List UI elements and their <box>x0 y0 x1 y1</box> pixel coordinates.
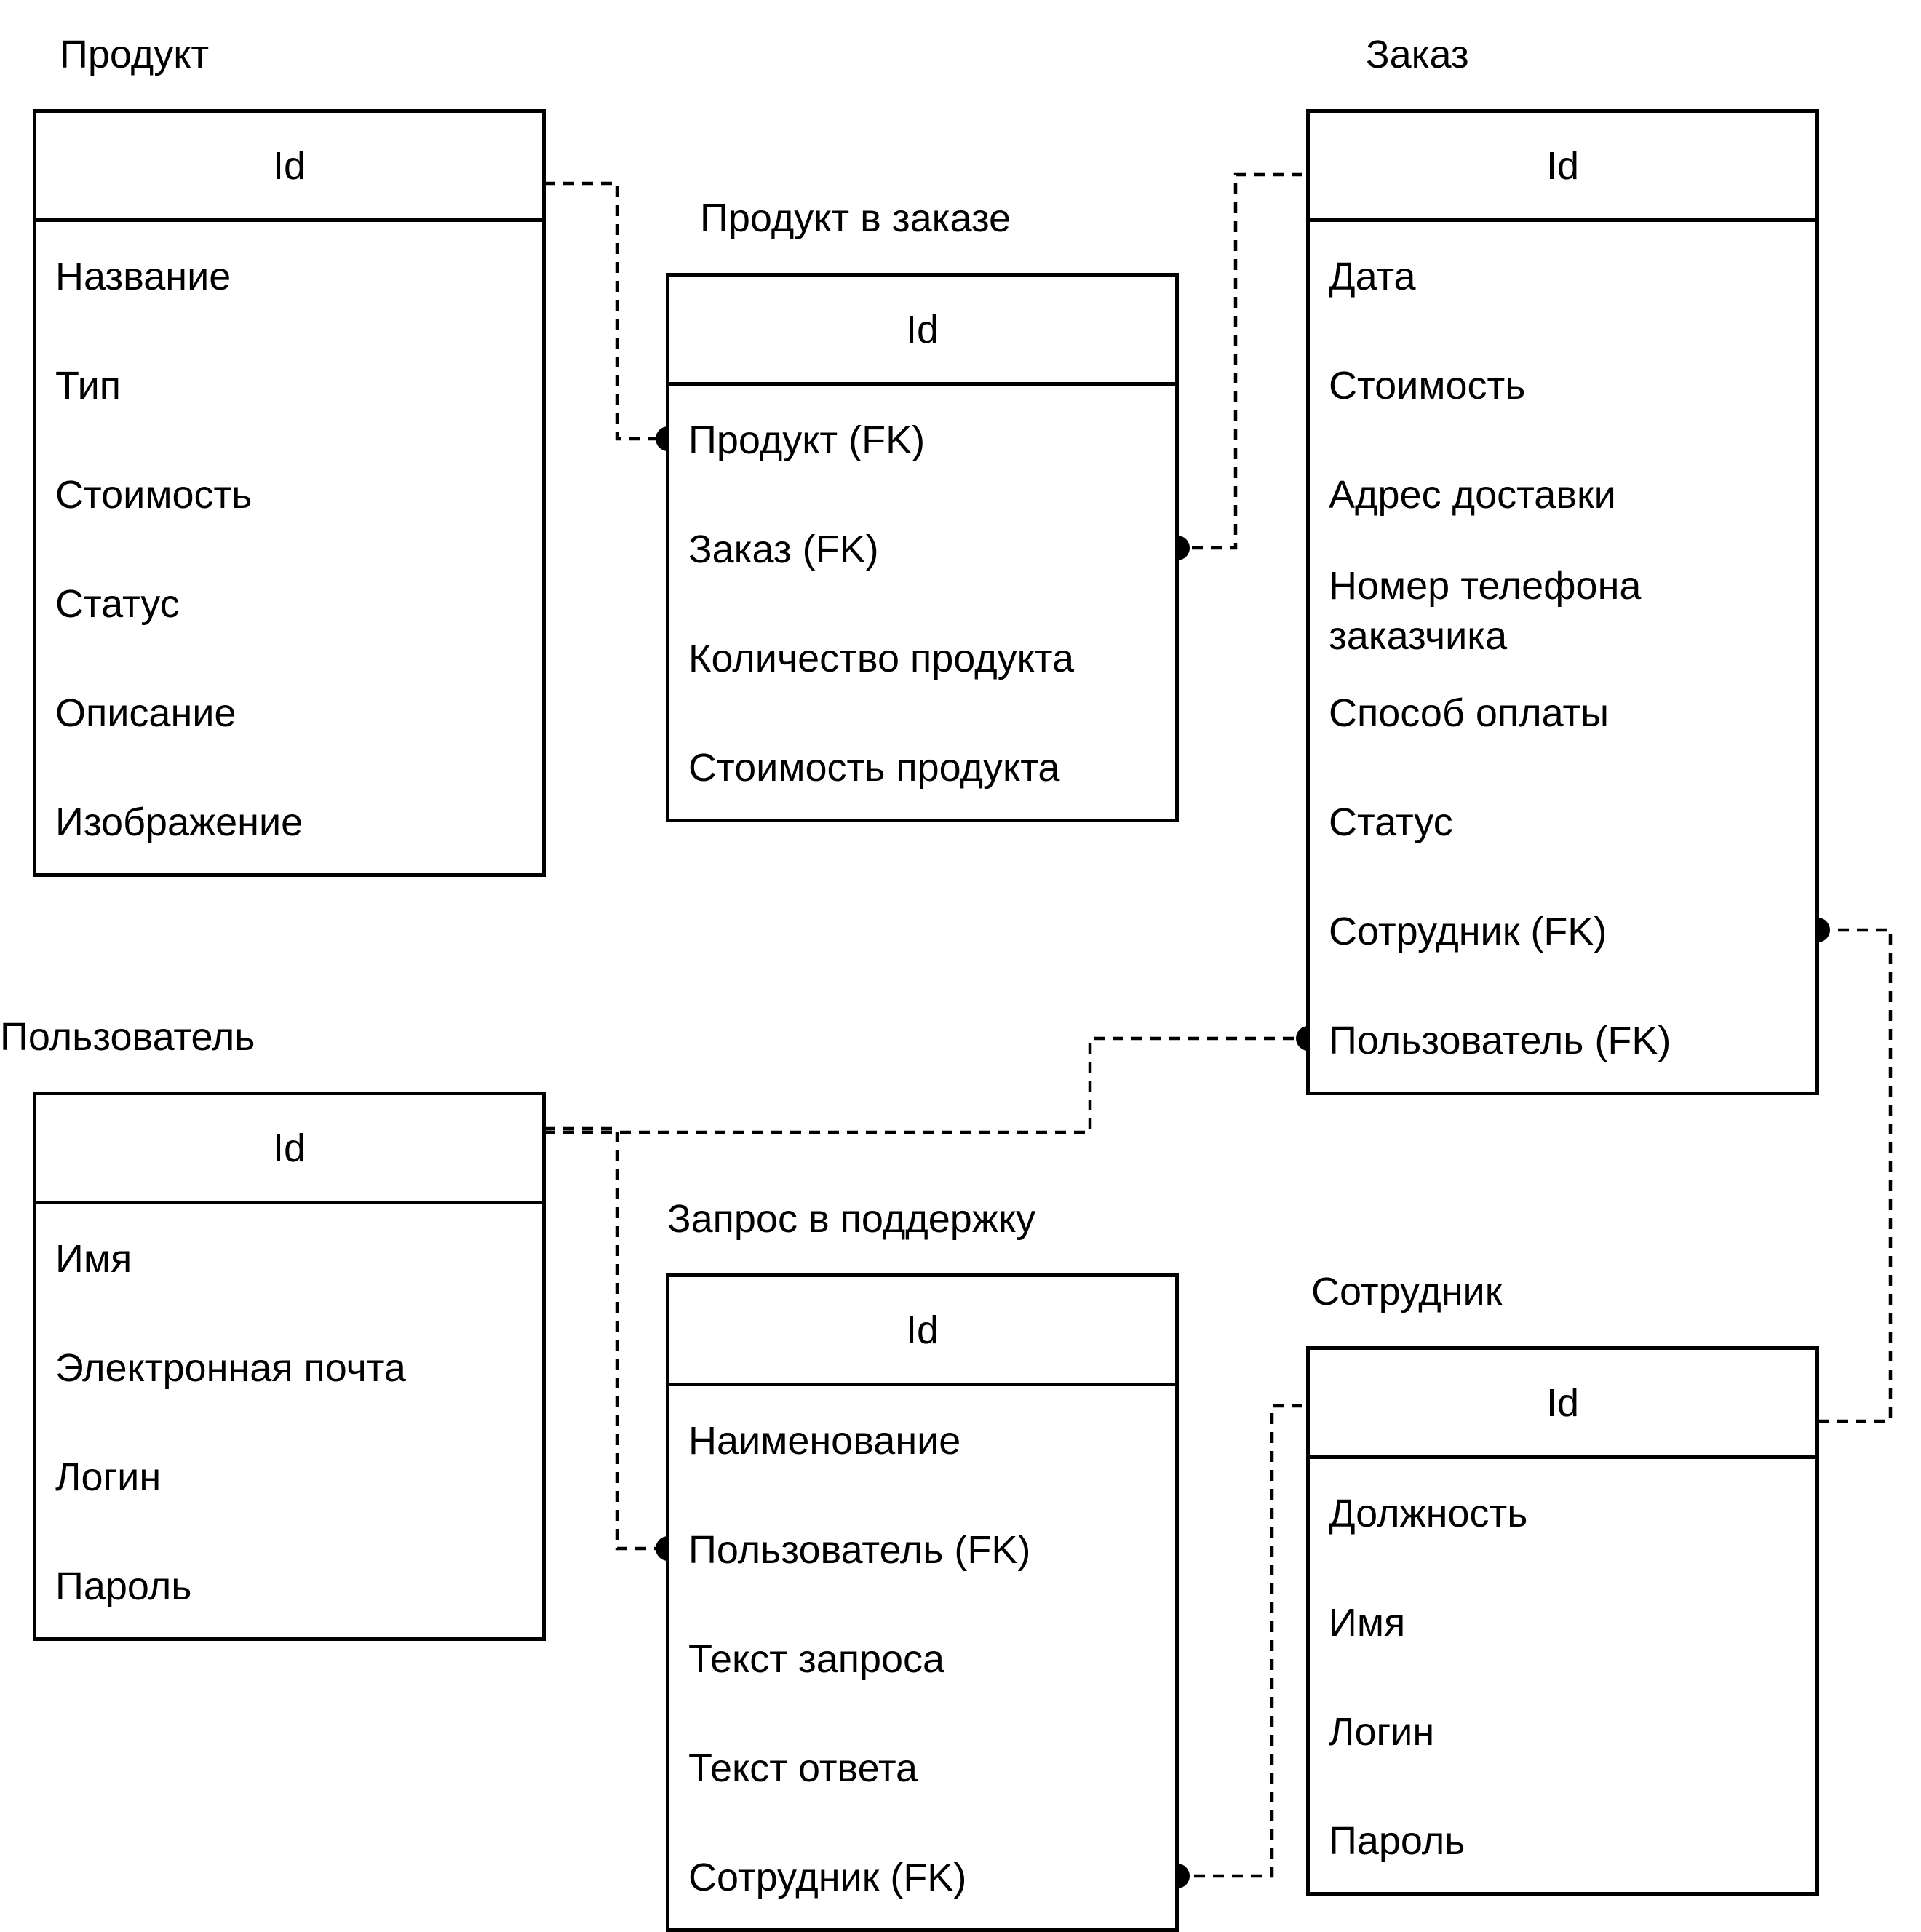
entity-field: Пользователь (FK) <box>1329 1019 1671 1062</box>
entity-field: Стоимость <box>1329 364 1526 408</box>
entity-field: Номер телефона заказчика <box>1329 564 1642 659</box>
entity-product: Id Название Тип Стоимость Статус Описани… <box>33 109 546 877</box>
entity-order: Id Дата Стоимость Адрес доставки Номер т… <box>1306 109 1819 1095</box>
entity-title-order: Заказ <box>1366 33 1469 76</box>
entity-field: Продукт (FK) <box>688 418 926 462</box>
entity-title-product-in-order: Продукт в заказе <box>700 196 1011 240</box>
entity-product-in-order: Id Продукт (FK) Заказ (FK) Количество пр… <box>666 273 1179 822</box>
entity-field: Логин <box>1329 1710 1435 1754</box>
entity-pk: Id <box>1310 113 1815 222</box>
rel-employee-to-support-request <box>1177 1404 1302 1878</box>
entity-field: Описание <box>55 691 236 735</box>
entity-field: Изображение <box>55 800 303 844</box>
entity-employee: Id Должность Имя Логин Пароль <box>1306 1346 1819 1896</box>
rel-order-to-product-in-order <box>1177 172 1302 550</box>
rel-user-to-support-request <box>544 1126 668 1551</box>
entity-pk: Id <box>36 113 542 222</box>
entity-field: Стоимость продукта <box>688 746 1060 790</box>
rel-product-to-product-in-order <box>544 181 668 441</box>
entity-pk: Id <box>669 277 1175 386</box>
entity-pk: Id <box>36 1095 542 1204</box>
entity-field: Стоимость <box>55 473 252 517</box>
entity-field: Сотрудник (FK) <box>1329 910 1607 953</box>
entity-pk: Id <box>1310 1350 1815 1459</box>
entity-field: Пользователь (FK) <box>688 1528 1031 1572</box>
entity-title-support-request: Запрос в поддержку <box>667 1197 1036 1241</box>
rel-user-to-order <box>544 1036 1308 1134</box>
entity-field: Способ оплаты <box>1329 691 1610 735</box>
entity-field: Пароль <box>1329 1819 1465 1863</box>
entity-support-request: Id Наименование Пользователь (FK) Текст … <box>666 1273 1179 1932</box>
rel-employee-to-order <box>1818 928 1893 1423</box>
entity-field: Должность <box>1329 1492 1528 1535</box>
entity-field: Адрес доставки <box>1329 473 1616 517</box>
entity-field: Текст ответа <box>688 1746 918 1790</box>
entity-field: Название <box>55 255 231 298</box>
entity-field: Логин <box>55 1455 162 1499</box>
entity-field: Сотрудник (FK) <box>688 1856 967 1899</box>
entity-field: Наименование <box>688 1419 961 1463</box>
entity-pk: Id <box>669 1277 1175 1386</box>
entity-title-product: Продукт <box>60 33 210 76</box>
entity-title-user: Пользователь <box>0 1015 255 1059</box>
entity-field: Пароль <box>55 1565 192 1608</box>
entity-field: Статус <box>1329 800 1453 844</box>
entity-field: Дата <box>1329 255 1416 298</box>
entity-field: Заказ (FK) <box>688 528 879 571</box>
entity-field: Имя <box>55 1237 132 1281</box>
entity-field: Электронная почта <box>55 1346 406 1390</box>
entity-field: Статус <box>55 582 180 626</box>
entity-title-employee: Сотрудник <box>1311 1270 1503 1313</box>
entity-field: Тип <box>55 364 122 408</box>
entity-field: Количество продукта <box>688 637 1075 680</box>
entity-field: Имя <box>1329 1601 1406 1645</box>
entity-field: Текст запроса <box>688 1637 945 1681</box>
entity-user: Id Имя Электронная почта Логин Пароль <box>33 1092 546 1641</box>
